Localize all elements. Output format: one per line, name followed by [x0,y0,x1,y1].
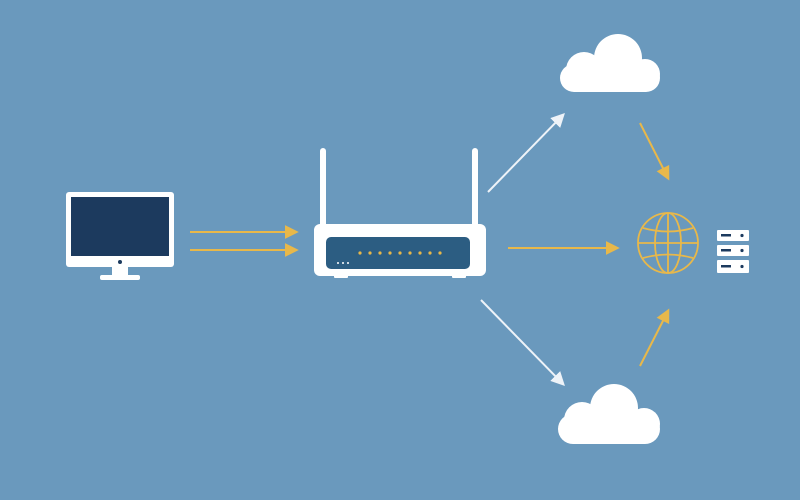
router-port-dot [342,262,344,264]
router-status-light [408,251,412,255]
edge-router-cloud-bottom [480,299,565,387]
cloud-icon [560,34,660,92]
router-status-light [358,251,362,255]
router-status-light [418,251,422,255]
edge-cloud-bottom-internet [639,308,670,367]
router-status-light [378,251,382,255]
router-status-light [438,251,442,255]
router-status-light [428,251,432,255]
globe-icon [637,212,699,274]
router-status-lights [337,251,442,264]
wifi-router-icon [314,148,486,278]
router-status-light [388,251,392,255]
router-status-light [398,251,402,255]
router-port-dot [347,262,349,264]
cloud-icon [558,384,660,444]
router-port-dot [337,262,339,264]
edge-cloud-top-internet [639,122,670,181]
edges [190,112,670,387]
desktop-monitor-icon [66,192,174,280]
router-status-light [368,251,372,255]
server-rack-icon [717,230,749,273]
edge-router-cloud-top [487,112,565,193]
